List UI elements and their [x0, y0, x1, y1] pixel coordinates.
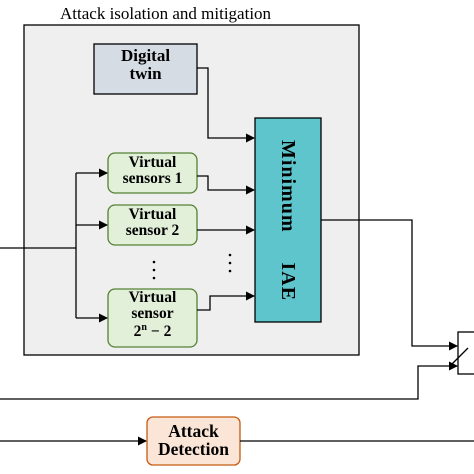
virtual-sensor-1-label: Virtual sensors 1	[108, 154, 197, 188]
virtual-sensor-n-rest: − 2	[146, 322, 172, 340]
virtual-sensor-2-line2: sensor 2	[125, 222, 180, 240]
ellipsis-vertical-left	[152, 260, 156, 280]
digital-twin-line2: twin	[129, 63, 162, 83]
attack-detection-label: Attack Detection	[147, 422, 240, 459]
digital-twin-label: Digital twin	[94, 47, 197, 83]
digital-twin-box	[93, 43, 198, 95]
virtual-sensor-1-line2: sensors 1	[122, 170, 183, 188]
arrow-bypass-to-switch	[0, 361, 458, 400]
arrow-vs1-to-iae	[197, 175, 255, 195]
panel-title: Attack isolation and mitigation	[60, 4, 272, 23]
virtual-sensor-n-label: Virtual sensor 2n − 2	[108, 289, 197, 340]
virtual-sensor-n-line3: 2n − 2	[108, 321, 197, 340]
attack-detection-line1: Attack	[168, 421, 219, 441]
virtual-sensor-2-line1: Virtual	[128, 206, 177, 223]
virtual-sensor-1-line1: Virtual	[128, 154, 177, 171]
virtual-sensor-n-exponent: n	[141, 321, 147, 333]
virtual-sensor-1-box	[107, 152, 198, 194]
virtual-sensor-2-label: Virtual sensor 2	[108, 206, 197, 240]
ellipsis-vertical-right	[228, 253, 232, 273]
virtual-sensor-n-base: 2	[133, 322, 142, 340]
arrow-vsn-to-iae	[197, 291, 255, 311]
switch-box	[457, 331, 474, 375]
virtual-sensor-n-line1: Virtual	[128, 289, 177, 306]
virtual-sensor-2-box	[107, 204, 198, 246]
attack-detection-line2: Detection	[158, 439, 229, 460]
virtual-sensor-n-line2: sensor	[131, 305, 174, 323]
arrow-dt-to-iae	[197, 67, 255, 143]
digital-twin-line1: Digital	[120, 46, 171, 65]
minimum-iae-box	[254, 117, 322, 323]
arrow-iae-to-switch	[321, 219, 458, 351]
switch-lever	[451, 347, 469, 365]
virtual-sensor-n-box	[107, 288, 198, 348]
